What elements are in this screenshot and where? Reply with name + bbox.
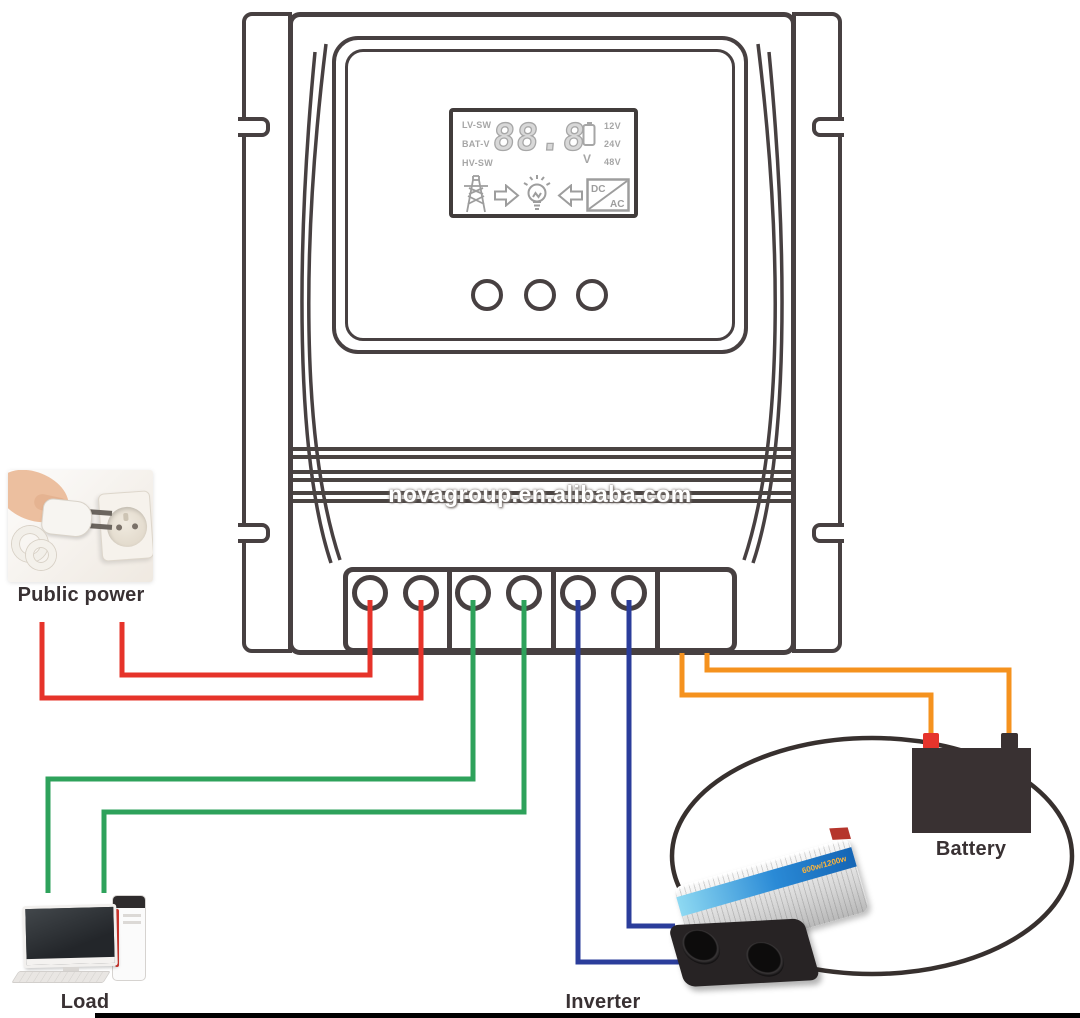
battery-terminal-positive	[923, 733, 939, 749]
plug-cable-coil	[26, 540, 56, 570]
socket-recess	[105, 505, 149, 549]
public-power-photo	[8, 470, 153, 582]
public-power-label: Public power	[17, 584, 145, 606]
arrow-left-icon	[557, 184, 583, 207]
mounting-slot	[812, 117, 844, 137]
inverter-ac-socket	[741, 941, 789, 978]
load-computer-photo	[11, 885, 190, 985]
controller-button	[471, 279, 503, 311]
vent-stripe	[293, 455, 791, 459]
battery-terminal-negative	[1001, 733, 1018, 749]
inverter-label-stripe: 600w/1200w	[676, 847, 857, 917]
dc-ac-inverter-icon: DC AC	[586, 178, 630, 212]
battery-to-inverter-cable	[669, 735, 1075, 977]
power-grid-tower-icon	[464, 175, 488, 213]
arrow-right-icon	[494, 184, 520, 207]
lcd-mode-label: LV-SW	[462, 120, 492, 130]
controller-button	[576, 279, 608, 311]
vent-stripe	[293, 447, 791, 451]
tower-drive-bay	[123, 914, 141, 917]
load-label: Load	[60, 991, 110, 1013]
lcd-volt-unit: V	[583, 152, 592, 166]
inverter-wire	[575, 600, 716, 965]
lcd-display: LV-SW BAT-V HV-SW 88.8 V 12V 24V 48V	[449, 108, 638, 218]
tower-top	[113, 896, 145, 908]
monitor-screen	[25, 906, 115, 960]
lcd-voltage-option: 48V	[604, 157, 621, 167]
socket-hole	[115, 524, 123, 531]
load-wire	[101, 600, 527, 893]
tower-drive-bay	[123, 921, 141, 924]
vent-stripe	[293, 470, 791, 474]
inverter-wire	[626, 600, 675, 929]
lcd-mode-label: HV-SW	[462, 158, 494, 168]
socket-pin	[123, 512, 129, 522]
watermark-text: novagroup.en.alibaba.com	[388, 481, 692, 507]
lcd-voltage-option: 12V	[604, 121, 621, 131]
socket-hole	[131, 523, 139, 530]
terminal-divider	[447, 572, 452, 648]
bottom-edge-strip	[95, 1013, 1080, 1018]
terminal-divider	[551, 572, 556, 648]
vent-stripe	[293, 478, 791, 482]
inverter-power-switch	[829, 827, 851, 840]
case-contour-lines	[300, 43, 784, 564]
vent-stripe	[293, 499, 791, 503]
lcd-mode-label: BAT-V	[462, 139, 490, 149]
battery-level-icon	[582, 122, 596, 146]
monitor	[22, 903, 118, 969]
battery-wire	[679, 653, 934, 737]
controller-button	[524, 279, 556, 311]
inverter-photo: 600w/1200w	[662, 827, 878, 988]
inverter-front-face	[667, 918, 821, 987]
monitor-bezel-strip	[26, 956, 115, 966]
svg-text:AC: AC	[610, 199, 624, 210]
keyboard	[11, 971, 111, 983]
svg-text:DC: DC	[591, 184, 605, 195]
load-wire	[45, 600, 476, 893]
mounting-slot	[238, 523, 270, 543]
plug-body	[40, 497, 94, 539]
inverter-label: Inverter	[565, 991, 641, 1013]
battery-label: Battery	[935, 838, 1007, 860]
battery-box	[912, 748, 1031, 833]
lcd-voltage-option: 24V	[604, 139, 621, 149]
inverter-ac-socket	[677, 928, 725, 966]
mounting-slot	[812, 523, 844, 543]
plug-pin	[87, 523, 113, 530]
mounting-slot	[238, 117, 270, 137]
public-power-wire	[39, 600, 424, 701]
battery-wire	[704, 653, 1012, 737]
public-power-wire	[119, 600, 373, 678]
terminal-divider	[655, 572, 660, 648]
vent-stripe	[293, 491, 791, 495]
lamp-icon	[523, 175, 551, 210]
